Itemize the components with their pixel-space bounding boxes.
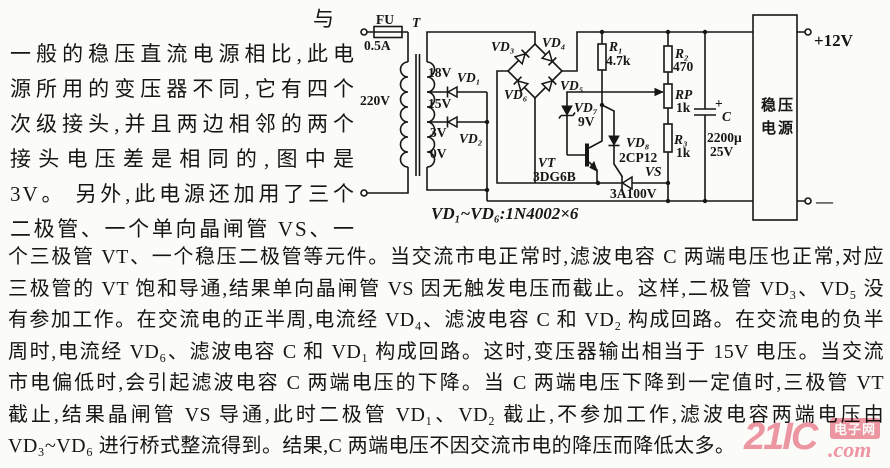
vd2-label: VD₂ xyxy=(459,131,483,146)
circuit-schematic: FU 0.5A T 220V 18V 15V 3V 0V VD₁ VD₂ VD₃… xyxy=(360,12,854,223)
watermark-brand: 21IC xyxy=(744,416,818,458)
output-neg-label: — xyxy=(815,192,834,211)
text-line: 周时,电流经 VD₆、滤波电容 C 和 VD₁ 构成回路。这时,变压器输出相当于… xyxy=(8,340,884,363)
text-line: 与 xyxy=(313,7,334,31)
regulator-box-label-2: 电源 xyxy=(761,119,795,137)
vd6-label: VD₆ xyxy=(504,87,528,102)
capacitor-ref-label: C xyxy=(722,109,732,124)
tap-3v-label: 3V xyxy=(430,125,447,140)
r3-value-label: 1k xyxy=(676,145,691,160)
body-paragraph: 个三极管 VT、一个稳压二极管等元件。当交流市电正常时,滤波电容 C 两端电压也… xyxy=(8,242,884,463)
transformer xyxy=(399,54,436,176)
text-line: 二极管、一个单向晶闸管 VS、一 xyxy=(10,217,356,241)
resistor-r2 xyxy=(663,45,673,73)
resistor-r3 xyxy=(663,123,673,153)
text-line: 接头电压差是相同的,图中是 xyxy=(10,147,356,171)
text-line: 次级接头,并且两边相邻的两个 xyxy=(10,112,356,136)
output-terminal-pos xyxy=(804,28,812,36)
r1-label: R₁ xyxy=(608,39,623,54)
regulator-box-label-1: 稳压 xyxy=(761,96,795,114)
text-line: 有参加工作。在交流电的正半周,电流经 VD₄、滤波电容 C 和 VD₂ 构成回路… xyxy=(8,309,884,331)
fuse-ref-label: FU xyxy=(376,12,394,27)
vd7-label: VD₇ xyxy=(574,100,598,115)
vd1-label: VD₁ xyxy=(457,70,480,85)
tap-15v-label: 15V xyxy=(428,96,452,111)
vd8-type-label: 2CP12 xyxy=(619,150,657,165)
text-line: 一般的稳压直流电源相比,此电 xyxy=(10,42,356,66)
vd3-label: VD₃ xyxy=(491,39,515,54)
text-line: 源所用的变压器不同,它有四个 xyxy=(10,77,356,101)
watermark-domain: .com xyxy=(828,437,872,462)
fuse-rating-label: 0.5A xyxy=(364,38,391,53)
tap-0v-label: 0V xyxy=(430,146,447,161)
vt-label: VT xyxy=(538,155,556,170)
input-terminal-top xyxy=(360,28,368,36)
vt-type-label: 3DG6B xyxy=(533,169,576,184)
diode-vd8 xyxy=(608,135,620,147)
diode-vd3 xyxy=(513,49,530,66)
diode-vd5 xyxy=(540,76,557,93)
text-line: 个三极管 VT、一个稳压二极管等元件。当交流市电正常时,滤波电容 C 两端电压也… xyxy=(8,246,884,268)
potentiometer-rp xyxy=(663,83,673,109)
capacitor-polarity-label: + xyxy=(715,96,723,111)
watermark: 21IC 电子网 .com xyxy=(740,414,890,466)
diode-vd1 xyxy=(446,85,458,99)
wires xyxy=(367,31,805,202)
diode-vd4 xyxy=(540,49,557,66)
rp-wiper-arrow xyxy=(654,87,664,97)
fuse xyxy=(373,25,403,39)
regulator-box xyxy=(752,14,798,221)
r1-value-label: 4.7k xyxy=(606,53,631,68)
text-line: 三极管的 VT 饱和导通,结果单向晶闸管 VS 因无触发电压而截止。这样,二极管… xyxy=(8,277,884,300)
diode-vd6 xyxy=(513,76,530,93)
capacitor-voltage-label: 25V xyxy=(710,144,734,159)
resistor-r1 xyxy=(597,43,607,71)
intro-column: 与 一般的稳压直流电源相比,此电 源所用的变压器不同,它有四个 次级接头,并且两… xyxy=(10,2,356,247)
tap-18v-label: 18V xyxy=(428,65,452,80)
transformer-ref-label: T xyxy=(412,15,421,30)
primary-voltage-label: 220V xyxy=(360,93,390,108)
output-pos-label: +12V xyxy=(814,31,854,50)
r2-value-label: 470 xyxy=(673,59,694,74)
diode-vd2 xyxy=(446,115,458,129)
transistor-vt xyxy=(585,143,598,172)
thyristor-vs xyxy=(621,175,633,191)
diode-types-caption: VD₁~VD₆:1N4002×6 xyxy=(431,204,579,223)
vs-label: VS xyxy=(645,164,662,179)
secondary-winding xyxy=(426,61,436,168)
junction-dots xyxy=(484,29,708,204)
rp-value-label: 1k xyxy=(676,100,691,115)
capacitor-value-label: 2200μ xyxy=(707,130,742,145)
r2-label: R₂ xyxy=(674,46,689,61)
core xyxy=(415,54,421,176)
primary-winding xyxy=(399,61,409,168)
text-line: 截止,结果晶闸管 VS 导通,此时二极管 VD₁、VD₂ 截止,不参加工作,滤波… xyxy=(8,403,884,426)
watermark-badge: 电子网 xyxy=(830,418,881,439)
vd7-value-label: 9V xyxy=(578,114,595,129)
zener-vd7 xyxy=(558,105,576,119)
input-terminal-bottom xyxy=(360,189,368,197)
text-line: 市电偏低时,会引起滤波电容 C 两端电压的下降。当 C 两端电压下降到一定值时,… xyxy=(8,372,884,394)
text-line: 3V。 另外,此电源还加用了三个 xyxy=(10,182,356,206)
output-terminal-neg xyxy=(804,197,812,205)
vs-rating-label: 3A100V xyxy=(610,186,657,201)
vd4-label: VD₄ xyxy=(542,35,565,50)
vd5-label: VD₅ xyxy=(560,78,584,93)
vd8-label: VD₈ xyxy=(626,135,650,150)
r3-label: R₃ xyxy=(673,132,688,147)
text-line: VD₃~VD₆ 进行桥式整流得到。结果,C 两端电压不因交流市电的降压而降低太多… xyxy=(8,435,736,457)
rp-label: RP xyxy=(674,87,693,102)
